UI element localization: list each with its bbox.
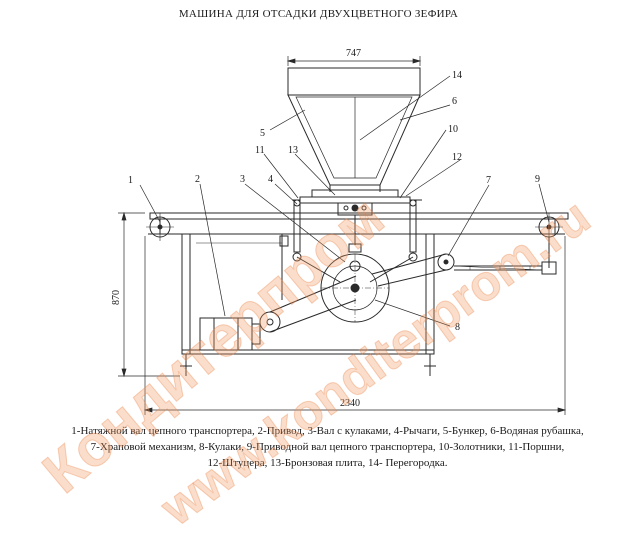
- parts-legend: 1-Натяжной вал цепного транспортера, 2-П…: [20, 423, 635, 471]
- legend-line: 1-Натяжной вал цепного транспортера, 2-П…: [71, 425, 584, 437]
- callout-11: 11: [255, 145, 265, 156]
- callout-12: 12: [452, 152, 462, 163]
- dimension-length: [143, 236, 567, 415]
- leader-lines: [139, 75, 550, 327]
- levers: [292, 199, 418, 283]
- tension-shaft: [146, 213, 174, 241]
- machine-frame: [180, 233, 436, 376]
- machine-drawing: 747 870 2340 1 2 3 4 5 6 7 8 9 10 11 12 …: [111, 48, 569, 415]
- legend-line: 7-Храповой механизм, 8-Кулаки, 9-Приводн…: [90, 441, 565, 453]
- legend-line: 12-Штуцера, 13-Бронзовая плита, 14- Пере…: [207, 457, 448, 469]
- callout-2: 2: [195, 174, 200, 185]
- dimension-height: [118, 211, 180, 378]
- drawing-title: МАШИНА ДЛЯ ОТСАДКИ ДВУХЦВЕТНОГО ЗЕФИРА: [178, 8, 459, 20]
- dimension-label-747: 747: [346, 48, 361, 59]
- callout-3: 3: [240, 174, 245, 185]
- callout-9: 9: [535, 174, 540, 185]
- callout-14: 14: [452, 70, 462, 81]
- callout-6: 6: [452, 96, 457, 107]
- drive-conveyor-shaft: [535, 213, 563, 275]
- callout-8: 8: [455, 322, 460, 333]
- dimension-label-870: 870: [111, 290, 122, 305]
- callout-1: 1: [128, 175, 133, 186]
- ratchet-mechanism: [371, 253, 543, 287]
- hopper: [287, 67, 421, 192]
- callout-4: 4: [268, 174, 273, 185]
- callout-7: 7: [486, 175, 491, 186]
- cam-shaft: [320, 243, 390, 323]
- callout-10: 10: [448, 124, 458, 135]
- dimension-hopper-width: [286, 56, 422, 66]
- dimension-label-2340: 2340: [340, 398, 360, 409]
- callout-13: 13: [288, 145, 298, 156]
- callout-5: 5: [260, 128, 265, 139]
